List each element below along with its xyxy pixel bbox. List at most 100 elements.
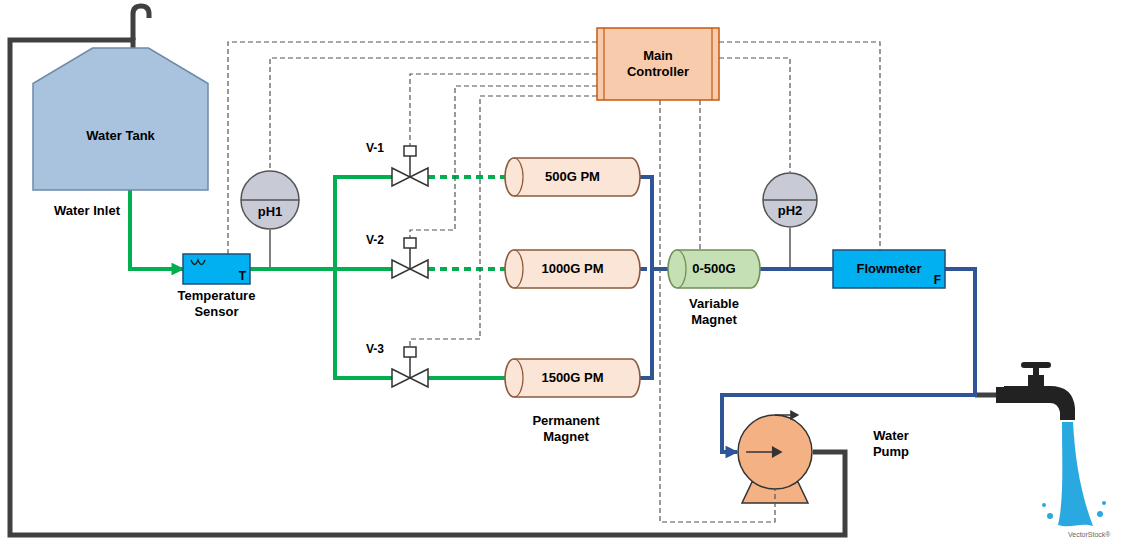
outlet-line bbox=[775, 414, 792, 416]
return-pipe bbox=[10, 40, 845, 535]
sensor-stem bbox=[789, 228, 791, 267]
control-line bbox=[228, 42, 597, 254]
gauge-outline bbox=[763, 173, 817, 227]
faucet-bonnet bbox=[1028, 375, 1044, 387]
box-outline bbox=[183, 254, 250, 284]
control-line bbox=[719, 42, 880, 250]
node-label: Main Controller bbox=[616, 48, 700, 79]
control-valve: V-1 bbox=[392, 146, 428, 186]
faucet-stem bbox=[1033, 367, 1039, 376]
faucet bbox=[996, 362, 1075, 420]
watermark: VectorStock® bbox=[1068, 531, 1111, 539]
node-shape bbox=[33, 48, 208, 190]
pipe bbox=[130, 190, 183, 269]
main-controller: Main Controller bbox=[597, 28, 719, 100]
water-pump: Water Pump bbox=[737, 414, 813, 490]
permanent-magnet: 1000G PM bbox=[505, 250, 640, 288]
gauge-divider bbox=[763, 199, 817, 201]
node-shape bbox=[737, 414, 813, 490]
water-drop bbox=[1097, 511, 1103, 517]
tank-outline bbox=[33, 48, 208, 190]
cylinder-body bbox=[668, 250, 760, 288]
permanent-magnet: 500G PM bbox=[505, 158, 640, 196]
control-line bbox=[719, 58, 790, 172]
valve-body bbox=[392, 260, 410, 278]
panel-edge bbox=[603, 28, 604, 100]
shape-caption: F bbox=[934, 273, 941, 287]
valve-actuator bbox=[404, 238, 416, 248]
control-valve: V-3 bbox=[392, 347, 428, 387]
water-drop bbox=[1047, 513, 1053, 519]
shape-caption: Variable Magnet bbox=[678, 296, 750, 327]
tank-inlet-hook bbox=[133, 6, 149, 40]
flowmeter: FlowmeterF bbox=[833, 250, 945, 288]
control-line bbox=[410, 74, 597, 146]
valve-actuator bbox=[404, 146, 416, 156]
permanent-magnet: 1500G PM bbox=[505, 359, 640, 397]
shape-caption: V-1 bbox=[366, 141, 384, 155]
node-shape bbox=[392, 146, 428, 186]
gauge-outline bbox=[241, 171, 299, 229]
panel-edge bbox=[711, 28, 712, 100]
sensor-stem bbox=[269, 230, 271, 267]
valve-body bbox=[392, 168, 410, 186]
cylinder-face bbox=[514, 158, 523, 196]
pipe bbox=[428, 267, 505, 271]
shape-caption: Water Pump bbox=[860, 428, 922, 459]
faucet-body bbox=[1004, 386, 1075, 420]
box-outline bbox=[597, 28, 719, 100]
control-line bbox=[410, 96, 597, 347]
box-outline bbox=[833, 250, 945, 288]
node-shape bbox=[240, 170, 300, 230]
pump-casing bbox=[738, 415, 812, 489]
pipe bbox=[640, 269, 668, 378]
pipe bbox=[428, 376, 505, 380]
pipe bbox=[428, 175, 505, 179]
heater-coil-symbol bbox=[191, 260, 205, 265]
valve-actuator bbox=[404, 347, 416, 357]
shape-caption: V-2 bbox=[366, 233, 384, 247]
pipe bbox=[760, 267, 833, 271]
pipe-label: Water Inlet bbox=[52, 203, 122, 219]
control-valve: V-2 bbox=[392, 238, 428, 278]
ph-sensor: pH1 bbox=[240, 170, 300, 230]
gauge-divider bbox=[241, 199, 299, 201]
node-label: Water Tank bbox=[86, 128, 155, 144]
node-label: 1000G PM bbox=[541, 261, 603, 277]
cylinder-face bbox=[514, 359, 523, 397]
cylinder-face bbox=[677, 250, 686, 288]
ph-sensor: pH2 bbox=[762, 172, 818, 228]
node-label: 1500G PM bbox=[541, 370, 603, 386]
cylinder-body bbox=[505, 250, 640, 288]
outlet-arrowhead bbox=[790, 410, 799, 420]
shape-caption: V-3 bbox=[366, 342, 384, 356]
node-shape bbox=[762, 172, 818, 228]
control-line bbox=[270, 58, 597, 170]
node-shape bbox=[392, 238, 428, 278]
node-label: pH2 bbox=[778, 203, 803, 219]
valve-body bbox=[392, 369, 410, 387]
pipe bbox=[640, 177, 668, 269]
valve-body bbox=[410, 168, 428, 186]
valve-stem bbox=[409, 357, 411, 378]
valve-stem bbox=[409, 156, 411, 177]
shape-caption: T bbox=[239, 269, 246, 283]
water-drop bbox=[1102, 501, 1106, 505]
variable-magnet: 0-500GVariable Magnet bbox=[668, 250, 760, 288]
node-label: 0-500G bbox=[692, 261, 735, 277]
node-label: 500G PM bbox=[545, 169, 600, 185]
valve-body bbox=[410, 260, 428, 278]
flow-arrowhead bbox=[772, 446, 783, 458]
control-line bbox=[699, 100, 700, 250]
node-shape bbox=[392, 347, 428, 387]
cylinder-body bbox=[505, 359, 640, 397]
group-label: Permanent Magnet bbox=[520, 413, 612, 444]
valve-stem bbox=[409, 248, 411, 269]
temperature-sensor: TTemperature Sensor bbox=[183, 254, 250, 284]
valve-body bbox=[410, 369, 428, 387]
cylinder-body bbox=[505, 158, 640, 196]
water-tank: Water Tank bbox=[33, 48, 208, 190]
water-drop bbox=[1042, 503, 1046, 507]
cylinder-face bbox=[514, 250, 523, 288]
